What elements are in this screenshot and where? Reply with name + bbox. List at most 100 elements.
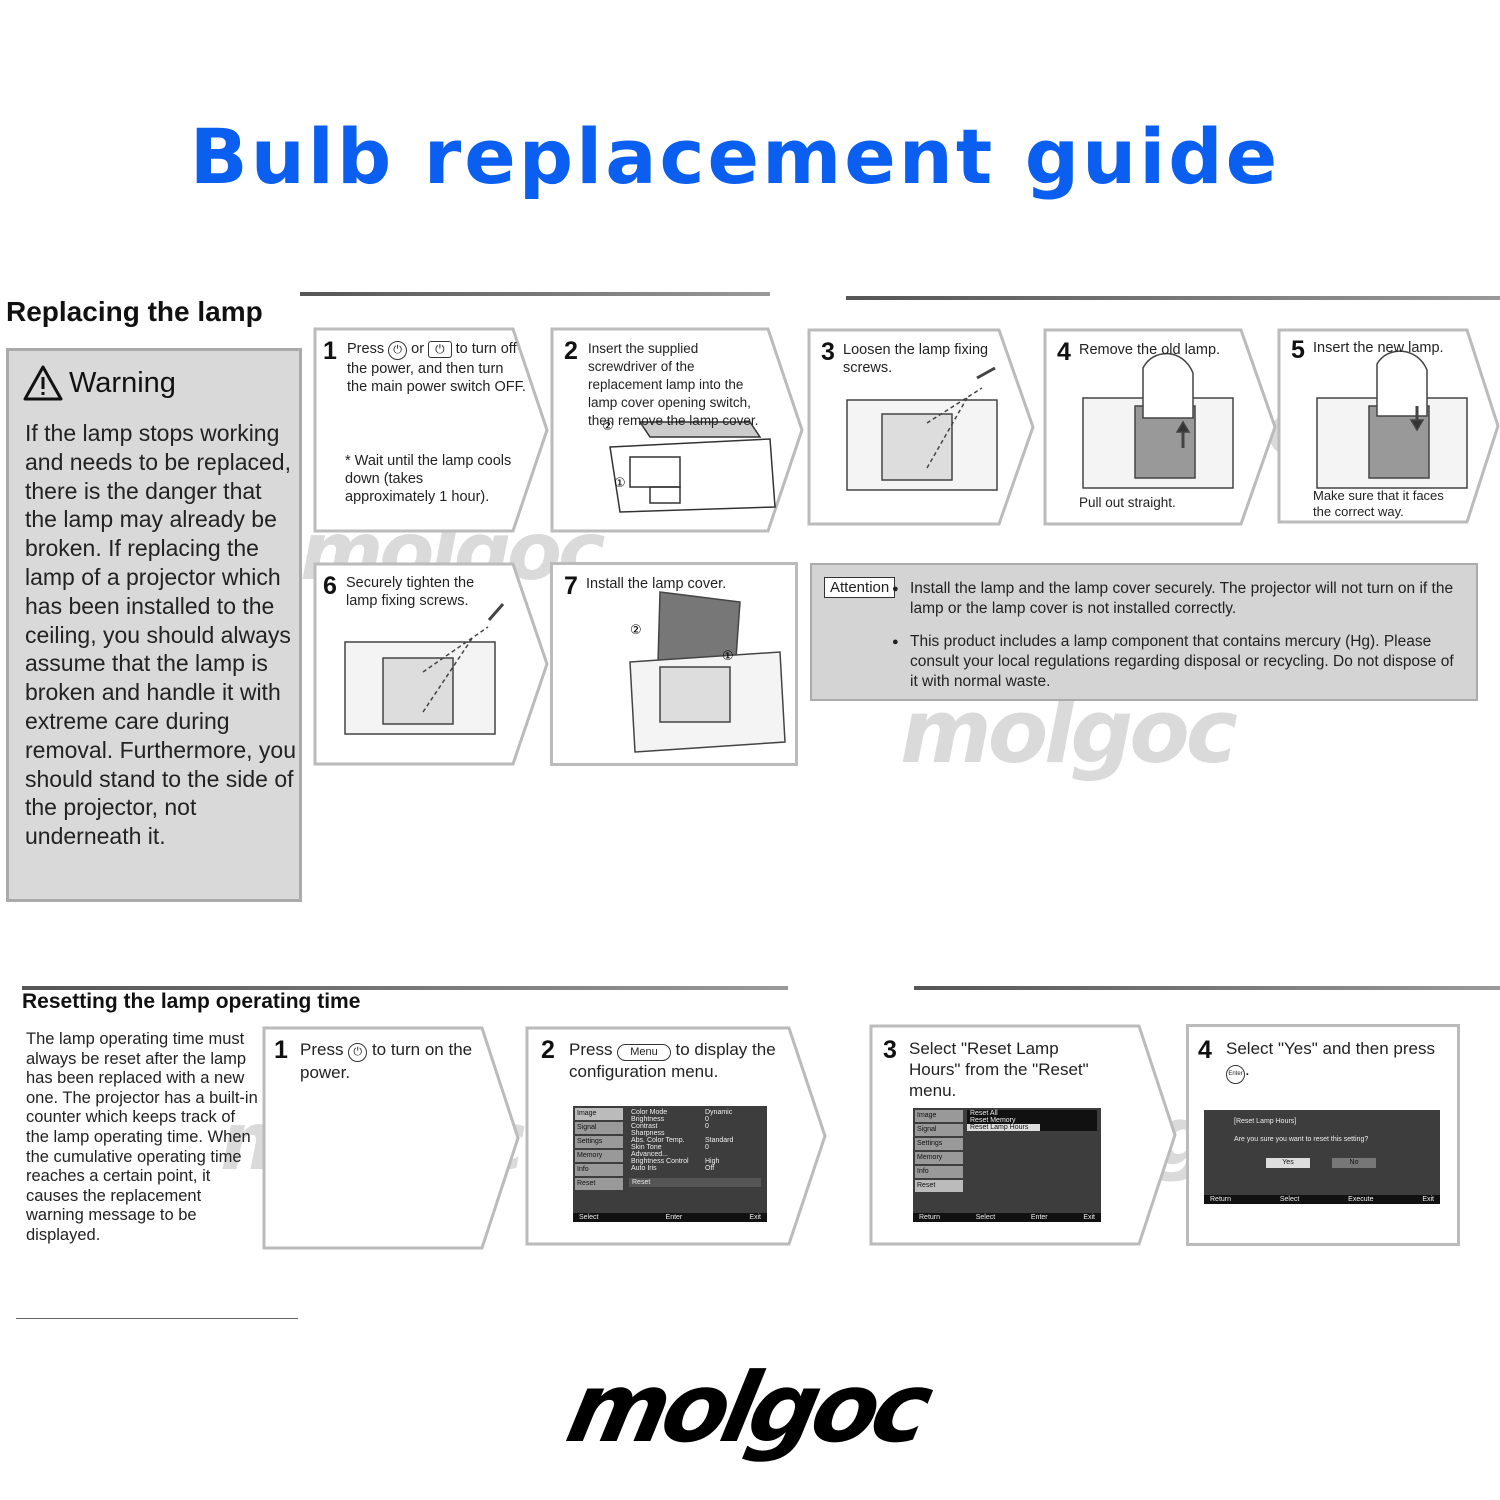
config-menu-screen: Image Signal Settings Memory Info Reset …: [573, 1106, 767, 1222]
menu-tab: Signal: [575, 1122, 623, 1134]
menu-item: Auto Iris: [631, 1165, 657, 1172]
step-text: Select "Reset Lamp Hours" from the "Rese…: [909, 1039, 1089, 1100]
menu-value: 0: [705, 1123, 709, 1130]
reset-menu-items: Reset All Reset Memory Reset Lamp Hours: [967, 1110, 1097, 1131]
menu-tab: Settings: [915, 1138, 963, 1150]
svg-text:②: ②: [602, 419, 614, 434]
menu-tab: Reset: [575, 1178, 623, 1190]
reset-description: The lamp operating time must always be r…: [26, 1030, 258, 1244]
menu-tab: Info: [575, 1164, 623, 1176]
dialog-footer: Return Select Execute Exit: [1204, 1195, 1440, 1204]
step-number: 1: [323, 337, 337, 365]
attention-label: Attention: [824, 577, 896, 598]
step-number: 2: [541, 1036, 555, 1064]
warning-title: Warning: [69, 366, 176, 399]
menu-tab: Memory: [575, 1150, 623, 1162]
step-panel-5: 5 Insert the new lamp. Make sure that it…: [1277, 328, 1500, 524]
yes-button[interactable]: Yes: [1266, 1158, 1310, 1168]
step-text: Loosen the lamp fixing screws.: [843, 342, 989, 376]
svg-text:②: ②: [630, 623, 642, 638]
menu-items: Color Mode Brightness Contrast Sharpness…: [631, 1109, 705, 1172]
menu-value: Standard: [705, 1137, 734, 1144]
step-text: Securely tighten the lamp fixing screws.: [346, 575, 475, 609]
step-number: 5: [1291, 336, 1305, 364]
step-number: 2: [564, 337, 578, 365]
power-icon: ⏻: [428, 341, 452, 358]
step-panel-6: 6 Securely tighten the lamp fixing screw…: [313, 562, 549, 766]
dialog-question: Are you sure you want to reset this sett…: [1234, 1136, 1369, 1143]
section-heading: Replacing the lamp: [6, 296, 263, 327]
projector-illustration: [344, 603, 505, 735]
step-text: Select "Yes" and then press Enter.: [1226, 1038, 1436, 1084]
projector-illustration: [846, 366, 998, 491]
svg-text:①: ①: [722, 649, 734, 664]
menu-values: Dynamic 0 0 Standard 0 High Off: [705, 1109, 761, 1172]
menu-value: 0: [705, 1144, 709, 1151]
panel-frame: [1277, 328, 1500, 524]
menu-tab: Reset: [915, 1180, 963, 1192]
menu-item: Brightness Control: [631, 1158, 689, 1165]
dialog-title: [Reset Lamp Hours]: [1234, 1118, 1297, 1125]
section-rule: [846, 296, 1500, 300]
step-panel-1: 1 Press ⏻ or ⏻ to turn off the power, an…: [313, 327, 549, 533]
step-caption: Pull out straight.: [1079, 495, 1176, 510]
menu-tab: Image: [575, 1108, 623, 1120]
menu-footer: Select Enter Exit: [573, 1213, 767, 1222]
menu-item: Abs. Color Temp.: [631, 1137, 685, 1144]
menu-value: 0: [705, 1116, 709, 1123]
reset-dialog-screen: [Reset Lamp Hours] Are you sure you want…: [1204, 1110, 1440, 1204]
divider: [16, 1318, 298, 1319]
lamp-insert-illustration: [1316, 350, 1468, 489]
step-number: 3: [821, 338, 835, 366]
menu-tab: Settings: [575, 1136, 623, 1148]
panel-frame: ② ①: [550, 327, 804, 533]
menu-item: Color Mode: [631, 1109, 668, 1116]
step-panel-4: 4 Remove the old lamp. Pull out straight…: [1043, 328, 1277, 526]
reset-row: Reset: [629, 1178, 761, 1187]
svg-text:①: ①: [614, 476, 626, 491]
reset-step-panel-2: 2 Press Menu to display the configuratio…: [525, 1026, 827, 1246]
menu-tab: Memory: [915, 1152, 963, 1164]
menu-item: Brightness: [631, 1116, 665, 1123]
attention-item: Install the lamp and the lamp cover secu…: [892, 579, 1458, 619]
menu-tab: Image: [915, 1110, 963, 1122]
reset-step-panel-4: 4 Select "Yes" and then press Enter. [Re…: [1186, 1024, 1460, 1246]
menu-item: Reset Memory: [970, 1117, 1016, 1124]
enter-button: Enter: [1226, 1065, 1245, 1084]
step-number: 3: [883, 1036, 897, 1064]
menu-value: Dynamic: [705, 1109, 733, 1116]
menu-value: [705, 1151, 761, 1158]
warning-icon: [23, 365, 63, 401]
menu-item: Advanced...: [631, 1151, 668, 1158]
power-icon: ⏻: [348, 1043, 368, 1062]
menu-tabs: Image Signal Settings Memory Info Reset: [915, 1110, 963, 1194]
step-text: Press ⏻ or ⏻ to turn off the power, and …: [347, 341, 526, 395]
lamp-removal-illustration: [1082, 352, 1234, 489]
brand-logo: molgoc: [558, 1352, 937, 1464]
panel-frame: [262, 1026, 520, 1250]
step-number: 1: [274, 1036, 288, 1064]
step-text: Insert the supplied screwdriver of the r…: [588, 341, 759, 428]
menu-item-selected: Reset Lamp Hours: [967, 1124, 1040, 1131]
menu-item: Reset All: [970, 1110, 998, 1117]
no-button[interactable]: No: [1332, 1158, 1376, 1168]
menu-footer: Return Select Enter Exit: [913, 1213, 1101, 1222]
step-text: Insert the new lamp.: [1313, 340, 1444, 356]
menu-tab: Info: [915, 1166, 963, 1178]
section-rule: [22, 986, 788, 990]
menu-button: Menu: [617, 1044, 671, 1061]
step-number: 4: [1057, 338, 1071, 366]
menu-item: Contrast: [631, 1123, 658, 1130]
step-number: 6: [323, 572, 337, 600]
panel-frame: [313, 327, 549, 533]
step-text: Press ⏻ to turn on the power.: [300, 1040, 473, 1082]
panel-frame: [313, 562, 549, 766]
menu-item: Skin Tone: [631, 1144, 662, 1151]
section-rule: [300, 292, 770, 296]
warning-box: Warning If the lamp stops working and ne…: [6, 348, 302, 902]
section-rule: [914, 986, 1500, 990]
lamp-cover-illustration: [629, 591, 786, 753]
step-number: 7: [564, 572, 578, 600]
power-icon: ⏻: [388, 341, 408, 360]
warning-heading: Warning: [23, 365, 176, 401]
